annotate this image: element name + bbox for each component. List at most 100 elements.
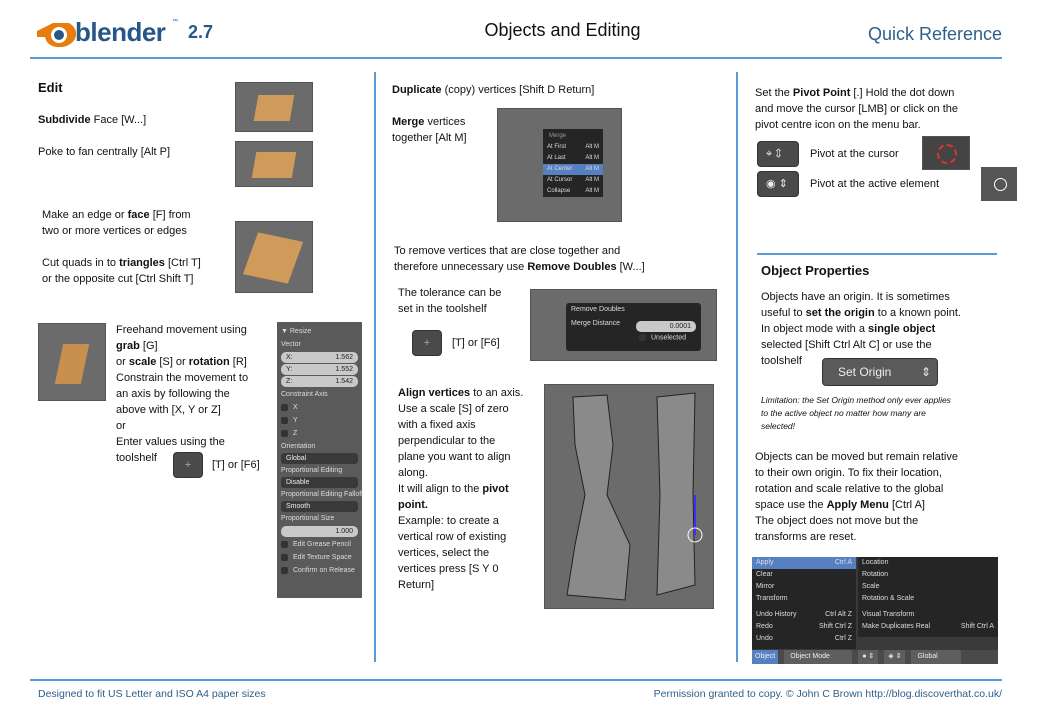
text-line: grab [G] — [116, 338, 248, 354]
pivot-dropdown[interactable]: ◈ ⇕ — [884, 650, 906, 664]
text-line: Constrain the movement to — [116, 370, 248, 386]
text-line: rotation and scale relative to the globa… — [755, 481, 958, 497]
merge-menu-title: Merge — [549, 133, 567, 139]
pivot-active-button[interactable]: ◉ ⇕ — [757, 171, 799, 197]
align-text: Align vertices to an axis.Use a scale [S… — [398, 385, 523, 593]
prop-size-field[interactable]: 1.000 — [281, 526, 358, 537]
orientation-dropdown[interactable]: Global — [281, 453, 358, 464]
text-line: transforms are reset. — [755, 529, 958, 545]
grease-checkbox[interactable]: Edit Grease Pencil — [281, 538, 358, 551]
shading-dropdown[interactable]: ● ⇕ — [858, 650, 879, 664]
constraint-z[interactable]: Z — [281, 427, 358, 440]
text-segment: Objects can be moved but remain relative — [755, 451, 958, 463]
apply-text: Objects can be moved but remain relative… — [755, 449, 958, 545]
text-line: Set the Pivot Point [.] Hold the dot dow… — [755, 85, 958, 101]
y-field[interactable]: Y:1.552 — [281, 364, 358, 375]
edit-heading: Edit — [38, 80, 63, 95]
text-segment: Make an edge or — [42, 209, 128, 221]
text-line: Cut quads in to triangles [Ctrl T] — [42, 255, 201, 271]
text-line: therefore unnecessary use Remove Doubles… — [394, 259, 645, 275]
prop-editing-dropdown[interactable]: Disable — [281, 477, 358, 488]
pivot-cursor-button[interactable]: ⌖ ⇕ — [757, 141, 799, 167]
apply-submenu-item[interactable]: Scale — [858, 581, 998, 593]
toolshelf-button[interactable]: + — [173, 452, 203, 478]
text-line: Return] — [398, 577, 523, 593]
text-segment: to a known point. — [874, 307, 961, 319]
falloff-dropdown[interactable]: Smooth — [281, 501, 358, 512]
unselected-checkbox[interactable]: Unselected — [651, 334, 687, 342]
menu-item-label: Apply — [756, 559, 774, 566]
object-menu-button[interactable]: Object — [752, 650, 779, 664]
text-segment: pivot centre icon on the menu bar. — [755, 119, 921, 131]
limitation-line: selected! — [761, 421, 796, 431]
subdivide-text: Subdivide Face [W...] — [38, 112, 146, 128]
z-field[interactable]: Z:1.542 — [281, 376, 358, 387]
z-value: 1.542 — [335, 378, 353, 385]
blender-logo: blender ™ — [35, 17, 180, 49]
text-segment: Subdivide — [38, 114, 91, 126]
text-segment: Example: to create a — [398, 515, 499, 527]
triangles-text: Cut quads in to triangles [Ctrl T] or the… — [42, 255, 201, 287]
object-menu-item[interactable]: Transform — [752, 593, 856, 605]
menu-item-shortcut: Ctrl Alt Z — [825, 611, 852, 618]
merge-distance-field[interactable]: 0.0001 — [636, 321, 696, 332]
remove-doubles-title: Remove Doubles — [571, 306, 625, 313]
text-segment: Freehand movement using — [116, 324, 247, 336]
trademark: ™ — [172, 19, 178, 25]
text-segment: [W...] — [616, 261, 645, 273]
text-segment: pivot — [482, 483, 509, 495]
text-segment: [Ctrl A] — [888, 499, 925, 511]
remove-doubles-text: To remove vertices that are close togeth… — [394, 243, 645, 275]
subdivide-screenshot — [235, 82, 313, 132]
confirm-checkbox[interactable]: Confirm on Release — [281, 564, 358, 577]
text-line: to their own origin. To fix their locati… — [755, 465, 958, 481]
text-segment: or the opposite cut [Ctrl Shift T] — [42, 273, 194, 285]
resize-title[interactable]: ▼ Resize — [281, 328, 312, 335]
apply-submenu-item[interactable]: Visual Transform — [858, 609, 998, 621]
mode-dropdown[interactable]: Object Mode — [784, 650, 853, 664]
texture-checkbox[interactable]: Edit Texture Space — [281, 551, 358, 564]
x-label: X: — [286, 354, 293, 361]
constraint-x[interactable]: X — [281, 401, 358, 414]
object-menu-item[interactable]: Clear — [752, 569, 856, 581]
toolshelf-keys: [T] or [F6] — [212, 459, 260, 471]
apply-submenu-item[interactable]: Location — [858, 557, 998, 569]
text-segment: rotation and scale relative to the globa… — [755, 483, 944, 495]
constraint-y[interactable]: Y — [281, 414, 358, 427]
text-line: To remove vertices that are close togeth… — [394, 243, 645, 259]
toolshelf-button-2[interactable]: + — [412, 330, 442, 356]
text-segment: Remove Doubles — [527, 261, 617, 273]
text-line: Enter values using the — [116, 434, 248, 450]
apply-submenu-item[interactable]: Rotation — [858, 569, 998, 581]
text-segment: face — [127, 209, 150, 221]
text-segment: above with [X, Y or Z] — [116, 404, 221, 416]
grab-screenshot — [38, 323, 106, 401]
menu-item-label: Make Duplicates Real — [862, 623, 931, 630]
text-line: Align vertices to an axis. — [398, 385, 523, 401]
pivot-active-label: Pivot at the active element — [810, 178, 940, 190]
text-segment: rotation — [188, 356, 230, 368]
text-segment: vertices press [S Y 0 — [398, 563, 499, 575]
x-field[interactable]: X:1.562 — [281, 352, 358, 363]
object-menu-item[interactable]: Mirror — [752, 581, 856, 593]
text-segment: Set the — [755, 87, 793, 99]
blender-logo-icon — [37, 23, 77, 48]
apply-submenu-item[interactable]: Rotation & Scale — [858, 593, 998, 605]
set-origin-button[interactable]: Set Origin⇕ — [822, 358, 938, 386]
text-line: useful to set the origin to a known poin… — [761, 305, 961, 321]
orientation-dropdown-bar[interactable]: Global — [911, 650, 962, 664]
